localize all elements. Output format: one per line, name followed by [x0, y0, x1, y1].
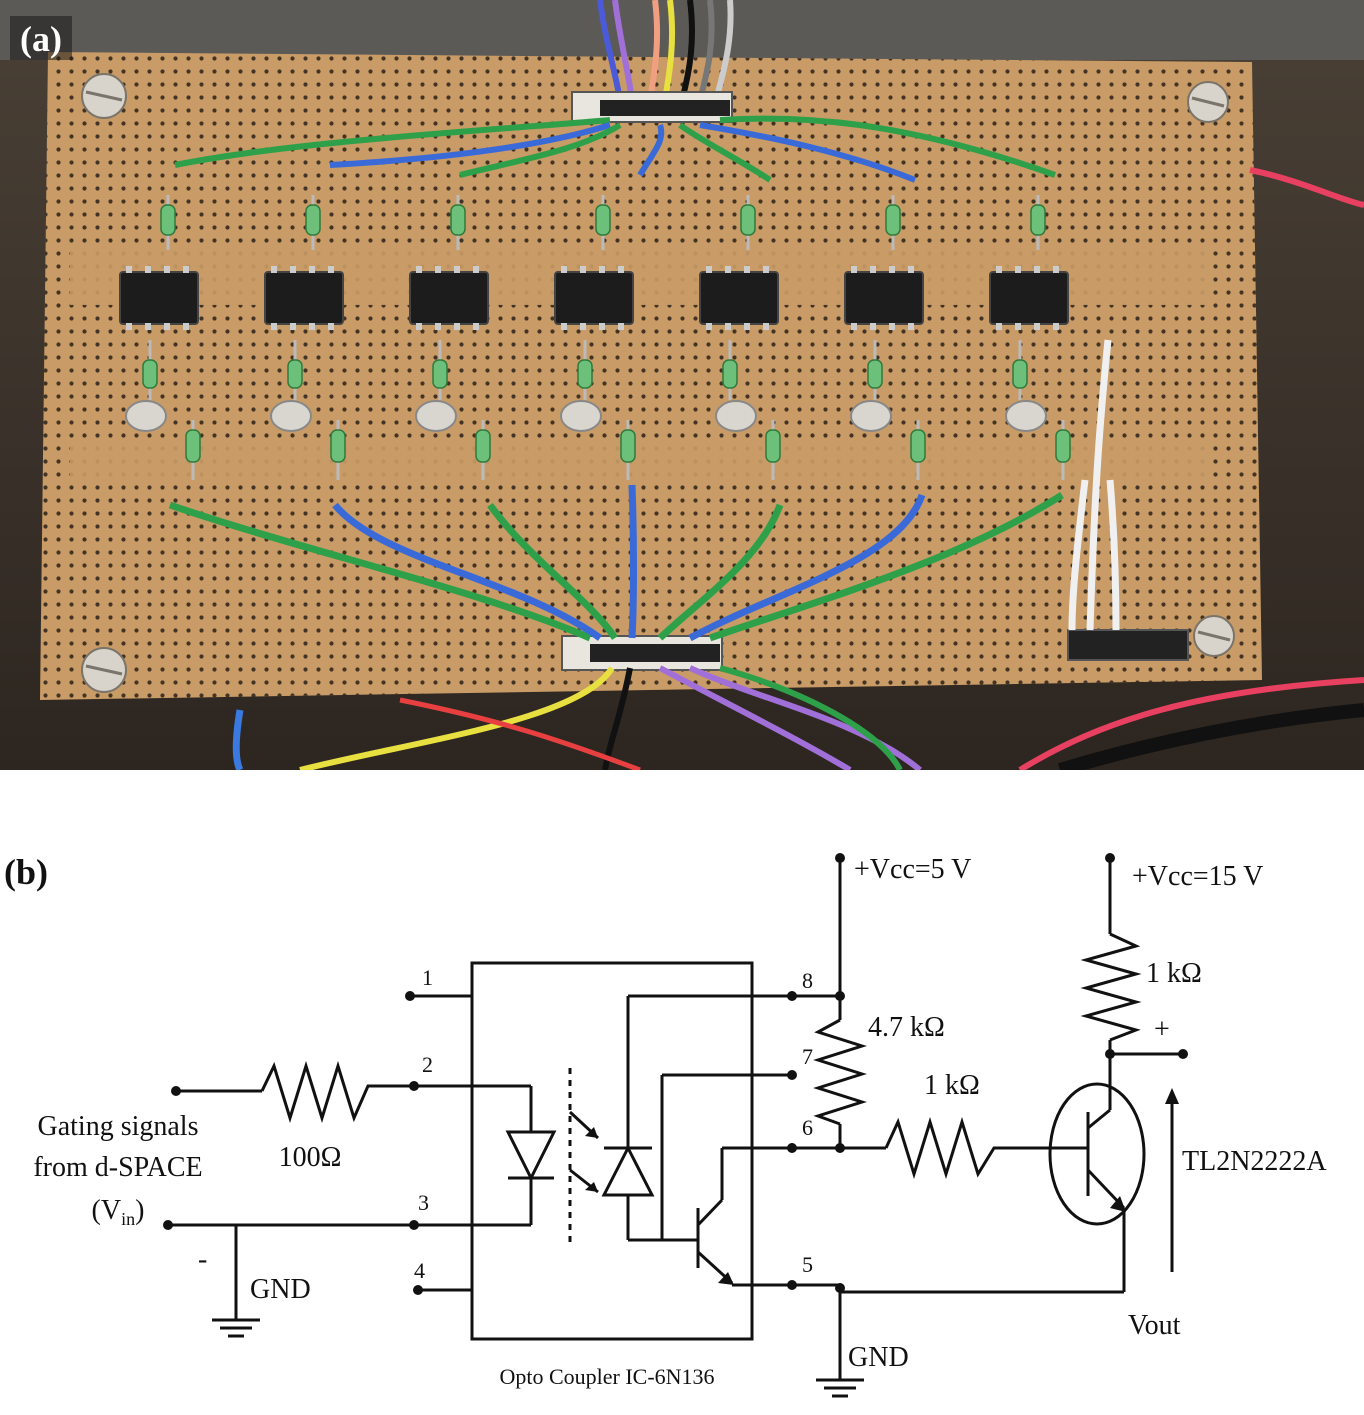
pin-6: 6	[802, 1115, 813, 1140]
r-base-label: 1 kΩ	[924, 1070, 980, 1101]
opto-channel	[554, 195, 636, 480]
pullup-network	[813, 853, 1060, 1180]
led-icon	[270, 400, 312, 432]
pin-7: 7	[802, 1044, 813, 1069]
opto-channels	[119, 195, 1071, 480]
background-top	[0, 0, 1364, 60]
resistor-icon	[142, 359, 158, 389]
r-collector-label: 1 kΩ	[1146, 958, 1202, 989]
board-photo-drawing: (a)	[0, 0, 1364, 770]
gnd-right-label: GND	[848, 1342, 909, 1373]
opto-channel	[989, 195, 1071, 480]
vcc15-label: +Vcc=15 V	[1132, 861, 1263, 892]
bottom-connector	[232, 167, 1364, 770]
opto-channel	[119, 195, 201, 480]
opto-channel	[264, 195, 346, 480]
opto-channel	[409, 195, 491, 480]
resistor-icon	[910, 429, 926, 463]
led-icon	[560, 400, 602, 432]
panel-b-label: (b)	[4, 852, 48, 892]
led-icon	[415, 400, 457, 432]
transistor-label: TL2N2222A	[1182, 1146, 1327, 1177]
resistor-icon	[432, 359, 448, 389]
resistor-icon	[620, 429, 636, 463]
input-network	[163, 1060, 600, 1338]
plus-sign: +	[1154, 1014, 1170, 1045]
input-label-line1: Gating signals	[38, 1111, 199, 1142]
top-jumpers	[174, 115, 1057, 183]
resistor-icon	[867, 359, 883, 389]
pin-5: 5	[802, 1252, 813, 1277]
input-label-line2: from d-SPACE	[33, 1152, 202, 1183]
resistor-icon	[577, 359, 593, 389]
resistor-icon	[885, 204, 901, 236]
dip-chip-icon	[844, 271, 924, 325]
top-connector	[571, 0, 734, 123]
resistor-icon	[1012, 359, 1028, 389]
resistor-icon	[1055, 429, 1071, 463]
pin-1: 1	[422, 965, 433, 990]
dip-chip-icon	[409, 271, 489, 325]
pin-3: 3	[418, 1190, 429, 1215]
minus-sign: -	[198, 1244, 207, 1275]
r-input-value: 100Ω	[279, 1142, 342, 1173]
led-icon	[715, 400, 757, 432]
led-icon	[1005, 400, 1047, 432]
side-header	[1067, 339, 1189, 661]
dip-chip-icon	[119, 271, 199, 325]
ic-box	[470, 961, 754, 1341]
perfboard	[40, 52, 1262, 700]
led-icon	[125, 400, 167, 432]
pin-8: 8	[802, 968, 813, 993]
panel-a-label: (a)	[20, 19, 62, 59]
r-pullup-label: 4.7 kΩ	[868, 1012, 945, 1043]
screws	[81, 73, 1235, 693]
ic-label: Opto Coupler IC-6N136	[499, 1364, 714, 1389]
dip-chip-icon	[989, 271, 1069, 325]
ic-internal	[601, 994, 792, 1287]
gnd-left-label: GND	[250, 1274, 311, 1305]
resistor-icon	[595, 204, 611, 236]
resistor-icon	[185, 429, 201, 463]
led-icon	[850, 400, 892, 432]
bottom-jumpers	[168, 484, 1064, 642]
pins-left	[405, 991, 472, 1295]
vout-label: Vout	[1128, 1310, 1181, 1341]
pin-4: 4	[414, 1258, 425, 1283]
resistor-icon	[330, 429, 346, 463]
resistor-icon	[740, 204, 756, 236]
resistor-icon	[160, 204, 176, 236]
vin-label: (Vin)	[92, 1195, 145, 1229]
resistor-icon	[305, 204, 321, 236]
vcc5-label: +Vcc=5 V	[854, 854, 971, 885]
dip-chip-icon	[699, 271, 779, 325]
resistor-icon	[722, 359, 738, 389]
pin-2: 2	[422, 1052, 433, 1077]
dip-chip-icon	[554, 271, 634, 325]
resistor-icon	[475, 429, 491, 463]
board-photo: (a)	[0, 0, 1364, 770]
dip-chip-icon	[264, 271, 344, 325]
opto-channel	[844, 195, 926, 480]
resistor-icon	[450, 204, 466, 236]
output-stage	[816, 853, 1188, 1398]
opto-channel	[699, 195, 781, 480]
resistor-icon	[1030, 204, 1046, 236]
resistor-icon	[765, 429, 781, 463]
resistor-icon	[287, 359, 303, 389]
